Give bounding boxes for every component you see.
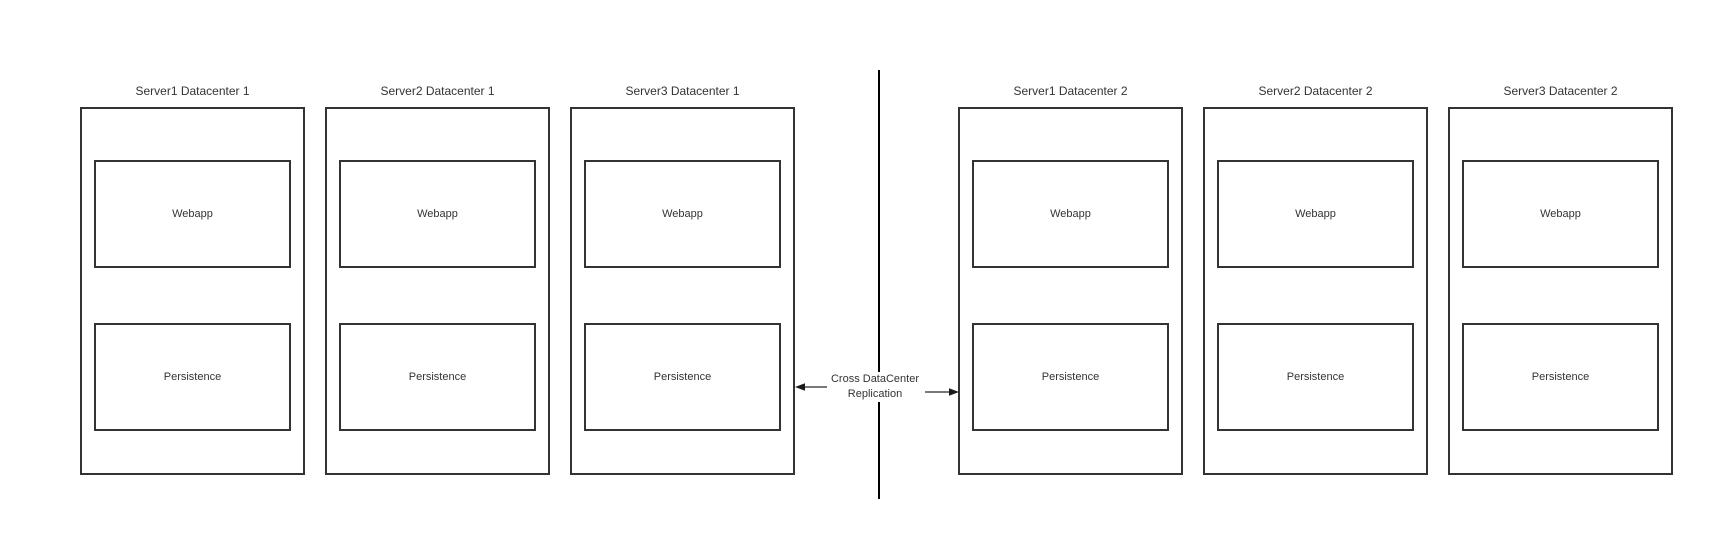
- left-arrow-icon: [795, 383, 827, 391]
- server-title: Server1 Datacenter 2: [1013, 84, 1128, 98]
- datacenter-divider-line: [878, 70, 880, 499]
- persistence-box: Persistence: [1462, 323, 1659, 431]
- server-box: Webapp Persistence: [570, 107, 795, 475]
- webapp-label: Webapp: [417, 208, 458, 220]
- server-box: Webapp Persistence: [80, 107, 305, 475]
- server-title: Server2 Datacenter 2: [1258, 84, 1373, 98]
- replication-label-line2: Replication: [847, 388, 903, 400]
- server-title: Server3 Datacenter 1: [625, 84, 740, 98]
- persistence-box: Persistence: [972, 323, 1169, 431]
- webapp-label: Webapp: [1540, 208, 1581, 220]
- persistence-box: Persistence: [94, 323, 291, 431]
- persistence-label: Persistence: [653, 371, 712, 383]
- webapp-box: Webapp: [972, 160, 1169, 268]
- server-box: Webapp Persistence: [1203, 107, 1428, 475]
- webapp-label: Webapp: [1295, 208, 1336, 220]
- persistence-box: Persistence: [339, 323, 536, 431]
- persistence-box: Persistence: [1217, 323, 1414, 431]
- persistence-box: Persistence: [584, 323, 781, 431]
- webapp-box: Webapp: [584, 160, 781, 268]
- webapp-box: Webapp: [1217, 160, 1414, 268]
- persistence-label: Persistence: [1531, 371, 1590, 383]
- webapp-label: Webapp: [662, 208, 703, 220]
- cross-datacenter-replication-label: Cross DataCenter Replication: [815, 372, 935, 402]
- persistence-label: Persistence: [1286, 371, 1345, 383]
- server-title: Server1 Datacenter 1: [135, 84, 250, 98]
- server2-datacenter2-group: Server2 Datacenter 2 Webapp Persistence: [1203, 83, 1428, 475]
- server1-datacenter1-group: Server1 Datacenter 1 Webapp Persistence: [80, 83, 305, 475]
- webapp-box: Webapp: [94, 160, 291, 268]
- persistence-label: Persistence: [1041, 371, 1100, 383]
- webapp-box: Webapp: [339, 160, 536, 268]
- server-box: Webapp Persistence: [1448, 107, 1673, 475]
- webapp-box: Webapp: [1462, 160, 1659, 268]
- persistence-label: Persistence: [408, 371, 467, 383]
- server3-datacenter2-group: Server3 Datacenter 2 Webapp Persistence: [1448, 83, 1673, 475]
- server2-datacenter1-group: Server2 Datacenter 1 Webapp Persistence: [325, 83, 550, 475]
- server1-datacenter2-group: Server1 Datacenter 2 Webapp Persistence: [958, 83, 1183, 475]
- server-box: Webapp Persistence: [325, 107, 550, 475]
- server3-datacenter1-group: Server3 Datacenter 1 Webapp Persistence: [570, 83, 795, 475]
- persistence-label: Persistence: [163, 371, 222, 383]
- server-box: Webapp Persistence: [958, 107, 1183, 475]
- webapp-label: Webapp: [172, 208, 213, 220]
- server-title: Server3 Datacenter 2: [1503, 84, 1618, 98]
- right-arrow-icon: [925, 388, 959, 396]
- replication-label-line1: Cross DataCenter: [830, 373, 920, 385]
- server-title: Server2 Datacenter 1: [380, 84, 495, 98]
- webapp-label: Webapp: [1050, 208, 1091, 220]
